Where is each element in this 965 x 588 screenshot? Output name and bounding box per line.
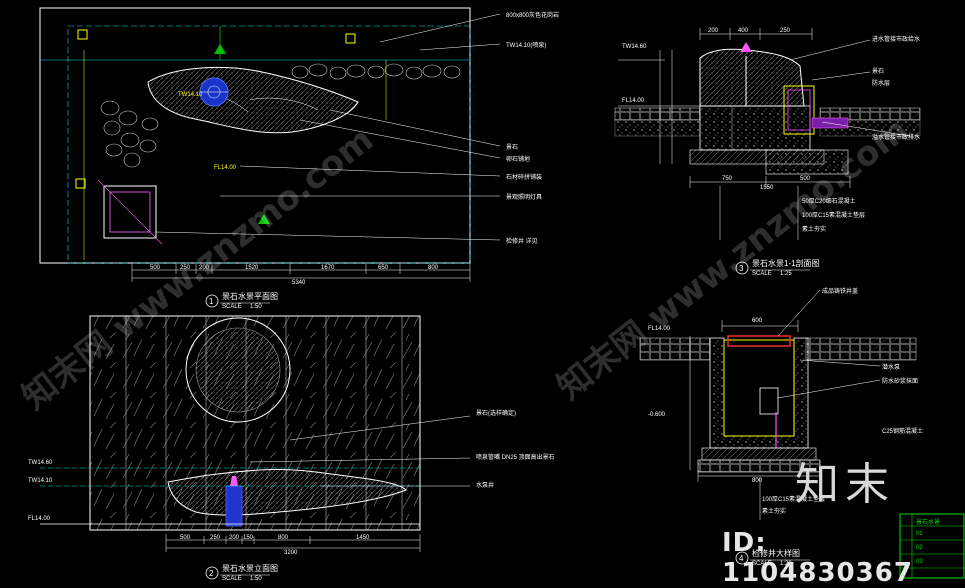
view2-number: 2 [209,569,214,578]
section-callout: 景石 [872,69,885,75]
view4-scale-label: SCALE [752,561,772,567]
pit-callout: 素土夯实 [762,509,787,515]
pit-callout: C25钢筋混凝土 [882,429,924,435]
section-callout: 素土夯实 [802,227,827,233]
section-dim: 750 [722,176,733,182]
elev-dim: 200 [229,535,240,541]
plan-dim: 200 [199,265,210,271]
plan-elev-tw: TW14.10 [178,92,203,98]
section-rock [699,48,805,107]
section-dim: 400 [738,28,749,34]
plan-dim-total: 5340 [292,280,306,286]
view3-scale-value: 1:25 [780,271,792,277]
elev-dim: 1450 [356,535,370,541]
pit-callout: 潜水泵 [882,365,901,371]
section-callout: 防水层 [872,81,891,87]
title-block-row: 01 [916,531,923,537]
section-level: FL14.00 [622,98,645,104]
plan-rock-shape [147,66,359,134]
pit-wall [709,337,809,449]
view2-scale-label: SCALE [222,576,242,582]
watermark-brand: 知末 [795,459,895,510]
pit-callout: 防水砂浆抹面 [882,379,919,385]
section-dim-total: 1550 [760,185,774,191]
watermark-id: ID: 1104830367 [722,528,913,588]
view1-number: 1 [209,297,214,306]
section-dim: 250 [780,28,791,34]
elev-level: TW14.60 [28,460,53,466]
title-block [899,513,965,579]
plan-note: TW14.10(喷泉) [506,43,547,49]
elev-note: 喷泉管嘴 DN25 顶面高出景石 [476,455,555,461]
plan-dim: 800 [428,265,439,271]
plan-note: 800x800灰色花岗岩 [506,13,560,19]
view4-scale-value: 1:20 [780,561,792,567]
plan-dim: 250 [180,265,191,271]
view1-scale-value: 1:50 [250,304,262,310]
view4-title: 检修井大样图 [752,549,800,558]
view3-scale-label: SCALE [752,271,772,277]
elev-dim-total: 3200 [284,550,298,556]
title-block-row: 景石水景 [916,520,941,526]
section-dim: 500 [800,176,811,182]
view3-number: 3 [739,264,744,273]
elev-level: TW14.10 [28,478,53,484]
section-view [614,28,921,275]
pit-dim: 800 [752,478,763,484]
view1-title: 景石水景平面图 [222,292,278,301]
pit-dim: 600 [752,318,763,324]
view4-number: 4 [739,554,744,563]
elevation-view [40,315,471,580]
plan-note: 景观照明灯具 [506,195,543,201]
elev-note: 水泵井 [476,483,495,489]
section-callout: 溢水管接市政排水 [872,135,921,141]
pit-level: -0.600 [648,412,666,418]
plan-dim: 1520 [245,265,259,271]
plan-dim: 650 [378,265,389,271]
plan-view [39,7,501,308]
section-callout: 进水管接市政给水 [872,37,921,43]
elev-dim: 150 [243,535,254,541]
view1-scale-label: SCALE [222,304,242,310]
section-callout: 50厚C20细石混凝土 [802,199,856,205]
plan-dim: 1670 [321,265,335,271]
elev-dim: 250 [210,535,221,541]
pit-callout: 成品铸铁井盖 [822,289,859,295]
pit-callout: 100厚C15素混凝土垫层 [762,497,826,503]
view2-title: 景石水景立面图 [222,564,278,573]
plan-dim: 500 [150,265,161,271]
view2-scale-value: 1:50 [250,576,262,582]
section-callout: 100厚C15素混凝土垫层 [802,213,866,219]
plan-note: 卵石铺地 [506,157,531,163]
section-dim: 200 [708,28,719,34]
elev-dim: 500 [180,535,191,541]
elevation-round-panel [185,317,291,423]
plan-note: 景石 [506,145,519,151]
plan-elev-fl: FL14.00 [214,165,237,171]
view3-title: 景石水景1-1剖面图 [752,259,820,268]
section-level: TW14.60 [622,44,647,50]
elev-level: FL14.00 [28,516,51,522]
title-block-row: 02 [916,545,923,551]
pit-detail-view [639,289,917,565]
plan-pump-pit [103,185,157,239]
title-block-row: 03 [916,559,923,565]
pit-level: FL14.00 [648,326,671,332]
elev-dim: 800 [278,535,289,541]
elev-note: 景石(选样确定) [476,411,516,417]
plan-note: 石材碎拼铺装 [506,175,543,181]
plan-note: 检修井 详见 [506,239,538,245]
